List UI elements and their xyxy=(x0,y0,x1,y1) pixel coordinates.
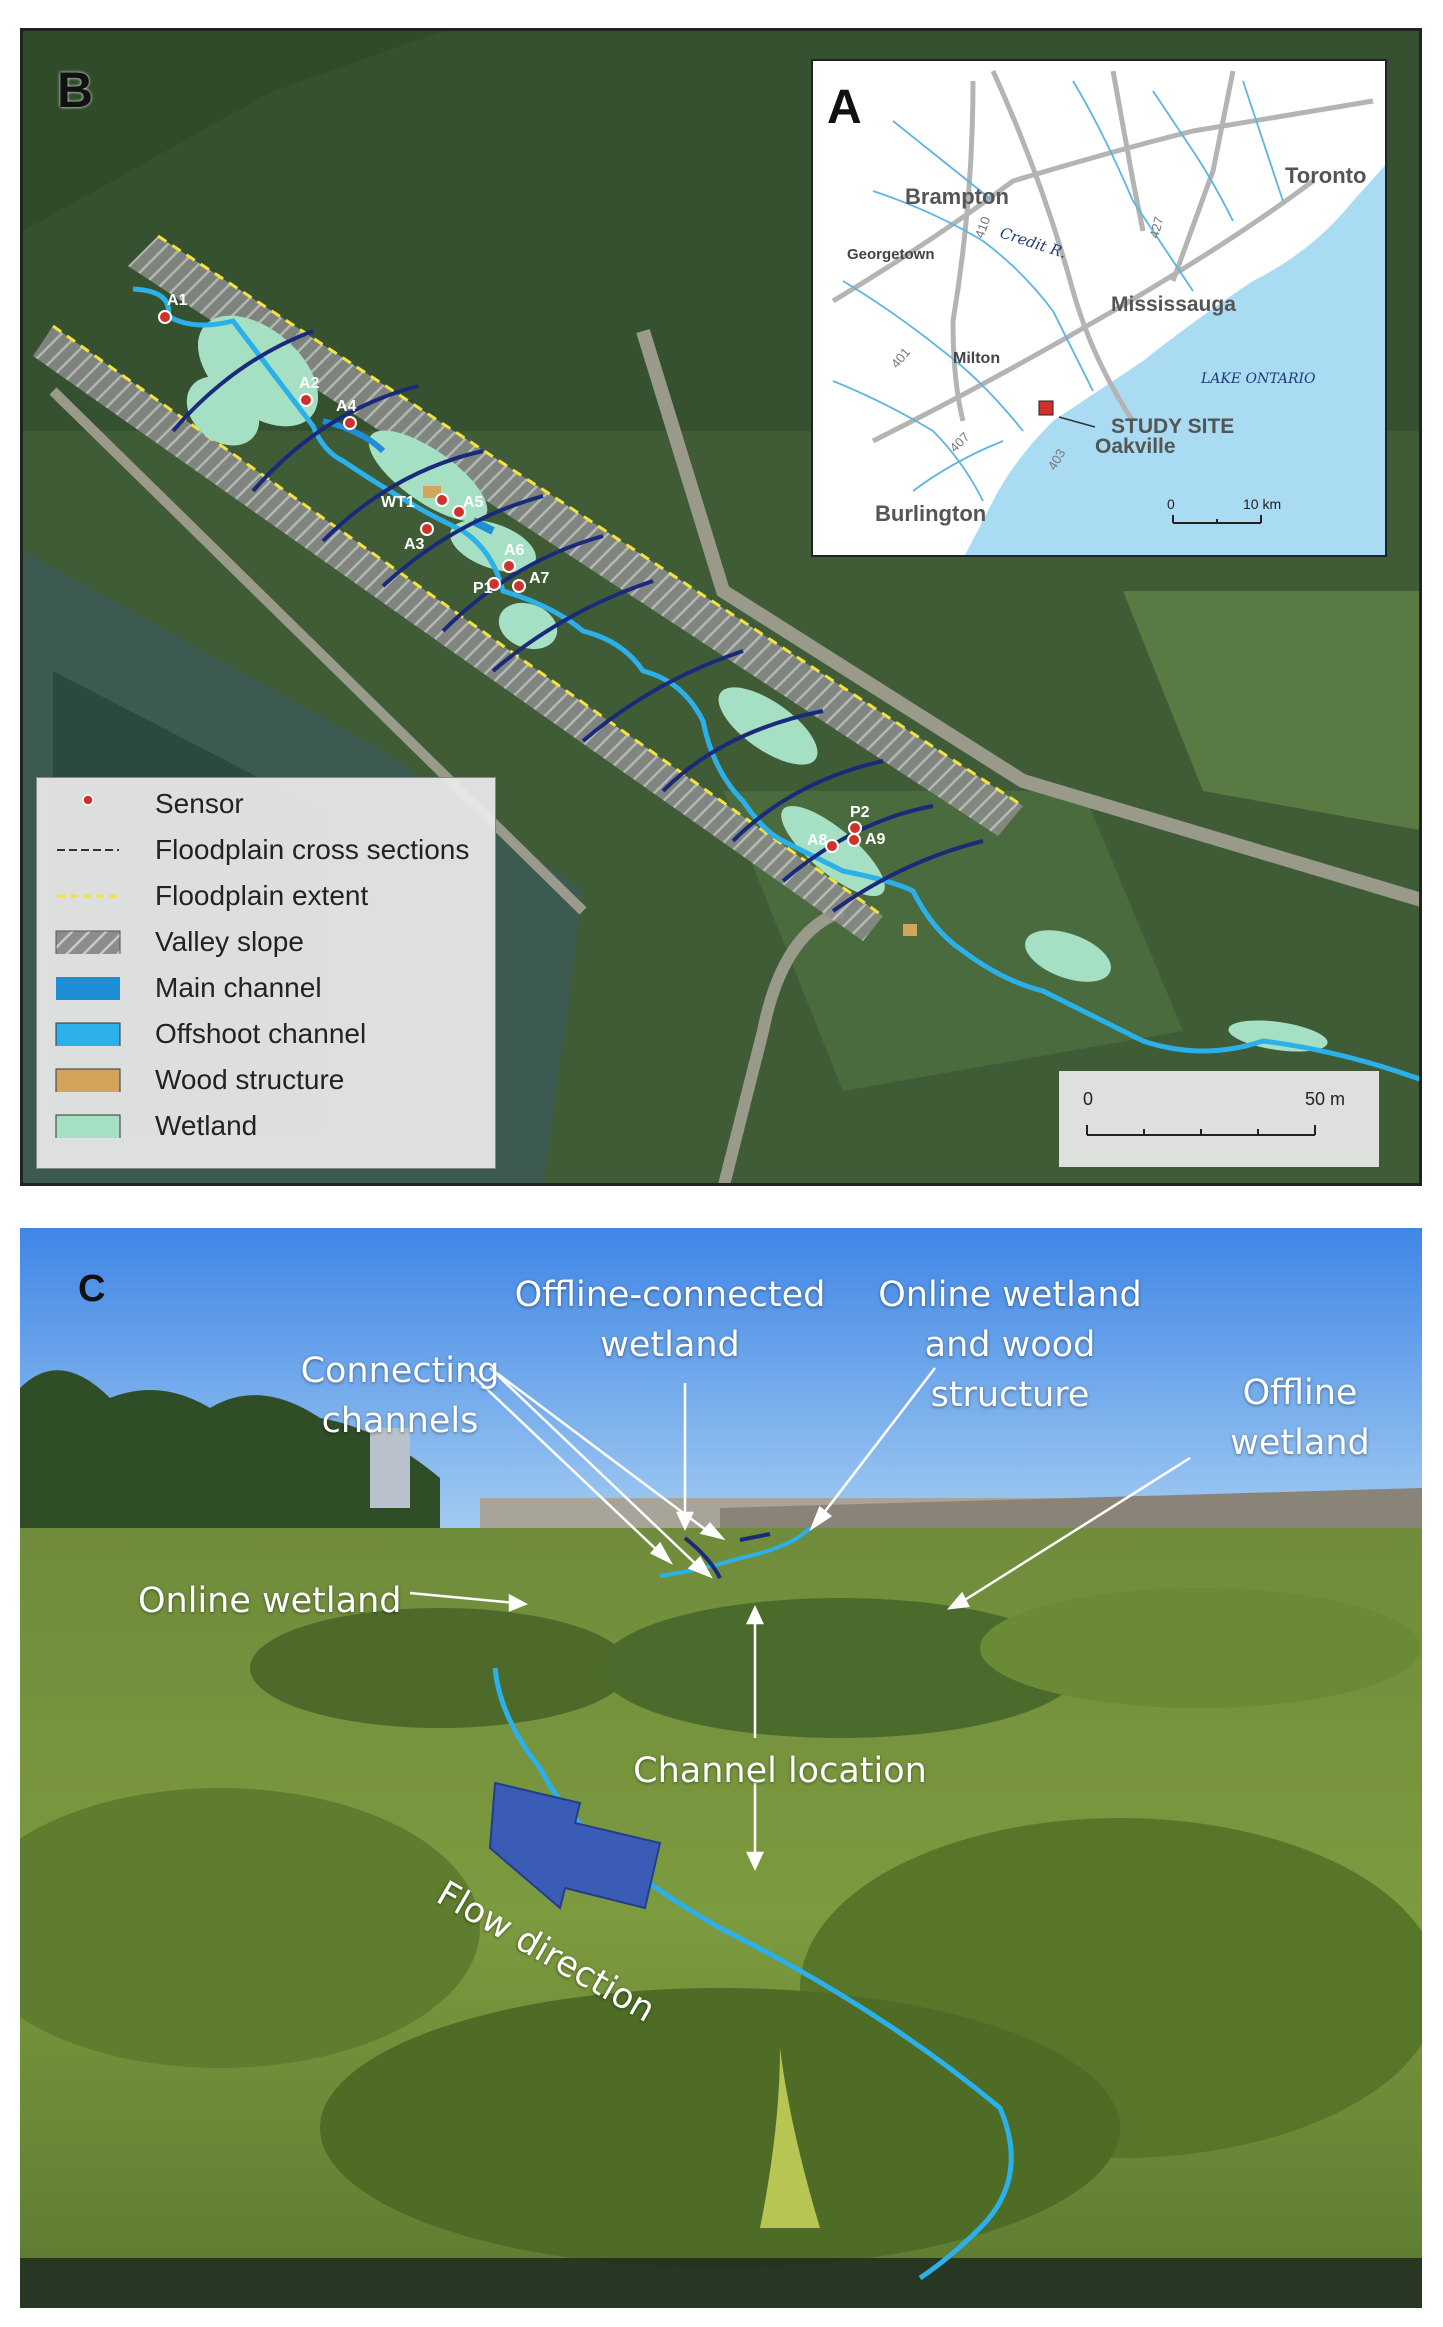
label-offline-connected-wetland: Offline-connected wetland xyxy=(514,1275,826,1365)
label-online-wetland-wood-structure: Online wetland and wood structure xyxy=(878,1275,1142,1415)
sensor-label-wt1: WT1 xyxy=(381,494,415,511)
legend-cross-sections: Floodplain cross sections xyxy=(37,826,497,872)
legend-offshoot-channel: Offshoot channel xyxy=(37,1010,497,1056)
legend-cross-sections-label: Floodplain cross sections xyxy=(155,834,470,865)
legend-sensor-label: Sensor xyxy=(155,788,244,819)
legend-main-channel-label: Main channel xyxy=(155,972,322,1003)
offshoot-channel-swatch-icon xyxy=(55,1022,121,1046)
dashed-line-icon xyxy=(57,849,119,851)
label-connecting-channels: Connecting channels xyxy=(300,1351,500,1441)
legend-extent-label: Floodplain extent xyxy=(155,880,369,911)
sensor-label-p1: P1 xyxy=(473,580,493,597)
sensor-label-a4: A4 xyxy=(336,398,357,415)
scale-bar-graphic xyxy=(1086,1125,1316,1136)
legend-wood-structure: Wood structure xyxy=(37,1056,497,1102)
city-georgetown: Georgetown xyxy=(847,246,935,263)
label-offline-wetland: Offline wetland xyxy=(1230,1373,1370,1463)
main-channel-swatch-icon xyxy=(56,977,120,1000)
city-milton: Milton xyxy=(953,350,1000,367)
wetland-swatch-icon xyxy=(55,1114,121,1138)
inset-scale-zero: 0 xyxy=(1167,496,1175,512)
sensor-label-a7: A7 xyxy=(529,570,550,587)
highway-label-410: 410 xyxy=(972,215,994,241)
study-site-label: STUDY SITE xyxy=(1111,415,1234,438)
panel-label-c: C xyxy=(78,1268,106,1310)
sensor-label-a2: A2 xyxy=(299,375,320,392)
label-online-wetland: Online wetland xyxy=(138,1581,402,1621)
legend-sensor: Sensor xyxy=(37,780,497,826)
legend-valley-slope-label: Valley slope xyxy=(155,926,304,957)
panel-c-photo: C Offline-connected wetland Online wetla… xyxy=(20,1228,1422,2308)
legend-valley-slope: Valley slope xyxy=(37,918,497,964)
hatched-swatch-icon xyxy=(55,930,121,954)
legend-wetland: Wetland xyxy=(37,1102,497,1148)
scale-bar: 0 50 m xyxy=(1059,1071,1379,1167)
city-mississauga: Mississauga xyxy=(1111,293,1236,316)
legend-wetland-label: Wetland xyxy=(155,1110,258,1141)
lake-label: LAKE ONTARIO xyxy=(1200,371,1316,387)
scale-zero: 0 xyxy=(1083,1089,1094,1109)
panel-label-b: B xyxy=(57,62,94,118)
city-brampton: Brampton xyxy=(905,184,1009,209)
scale-end: 50 m xyxy=(1305,1089,1346,1109)
inset-map-graphic: A Brampton Toronto Georgetown Mississaug… xyxy=(813,61,1385,555)
panel-label-a: A xyxy=(827,81,862,134)
field-photo xyxy=(20,1228,1422,2308)
city-oakville: Oakville xyxy=(1095,435,1176,458)
study-site-marker xyxy=(1038,400,1054,416)
label-channel-location: Channel location xyxy=(633,1751,927,1791)
sensor-symbol-icon xyxy=(82,794,94,806)
legend-offshoot-channel-label: Offshoot channel xyxy=(155,1018,367,1049)
legend-extent: Floodplain extent xyxy=(37,872,497,918)
city-toronto: Toronto xyxy=(1285,163,1366,188)
sensor-label-a3: A3 xyxy=(404,536,425,553)
sensor-label-a6: A6 xyxy=(504,542,525,559)
legend-wood-structure-label: Wood structure xyxy=(155,1064,345,1095)
sensor-label-p2: P2 xyxy=(850,804,870,821)
sensor-label-a9: A9 xyxy=(865,831,886,848)
sensor-label-a1: A1 xyxy=(167,292,188,309)
city-burlington: Burlington xyxy=(875,501,986,526)
legend-main-channel: Main channel xyxy=(37,964,497,1010)
sensor-label-a5: A5 xyxy=(463,494,484,511)
map-legend: Sensor Floodplain cross sections Floodpl… xyxy=(36,777,496,1169)
panel-b-map: A1 A2 A4 WT1 A5 A3 A6 P1 A7 P2 A8 A9 B xyxy=(20,28,1422,1186)
highway-label-427: 427 xyxy=(1146,215,1166,240)
inset-scale-end: 10 km xyxy=(1243,496,1281,512)
sensor-label-a8: A8 xyxy=(807,832,828,849)
wood-swatch-icon xyxy=(55,1068,121,1092)
inset-map-a: A Brampton Toronto Georgetown Mississaug… xyxy=(811,59,1387,557)
yellow-dashed-line-icon xyxy=(57,894,119,898)
